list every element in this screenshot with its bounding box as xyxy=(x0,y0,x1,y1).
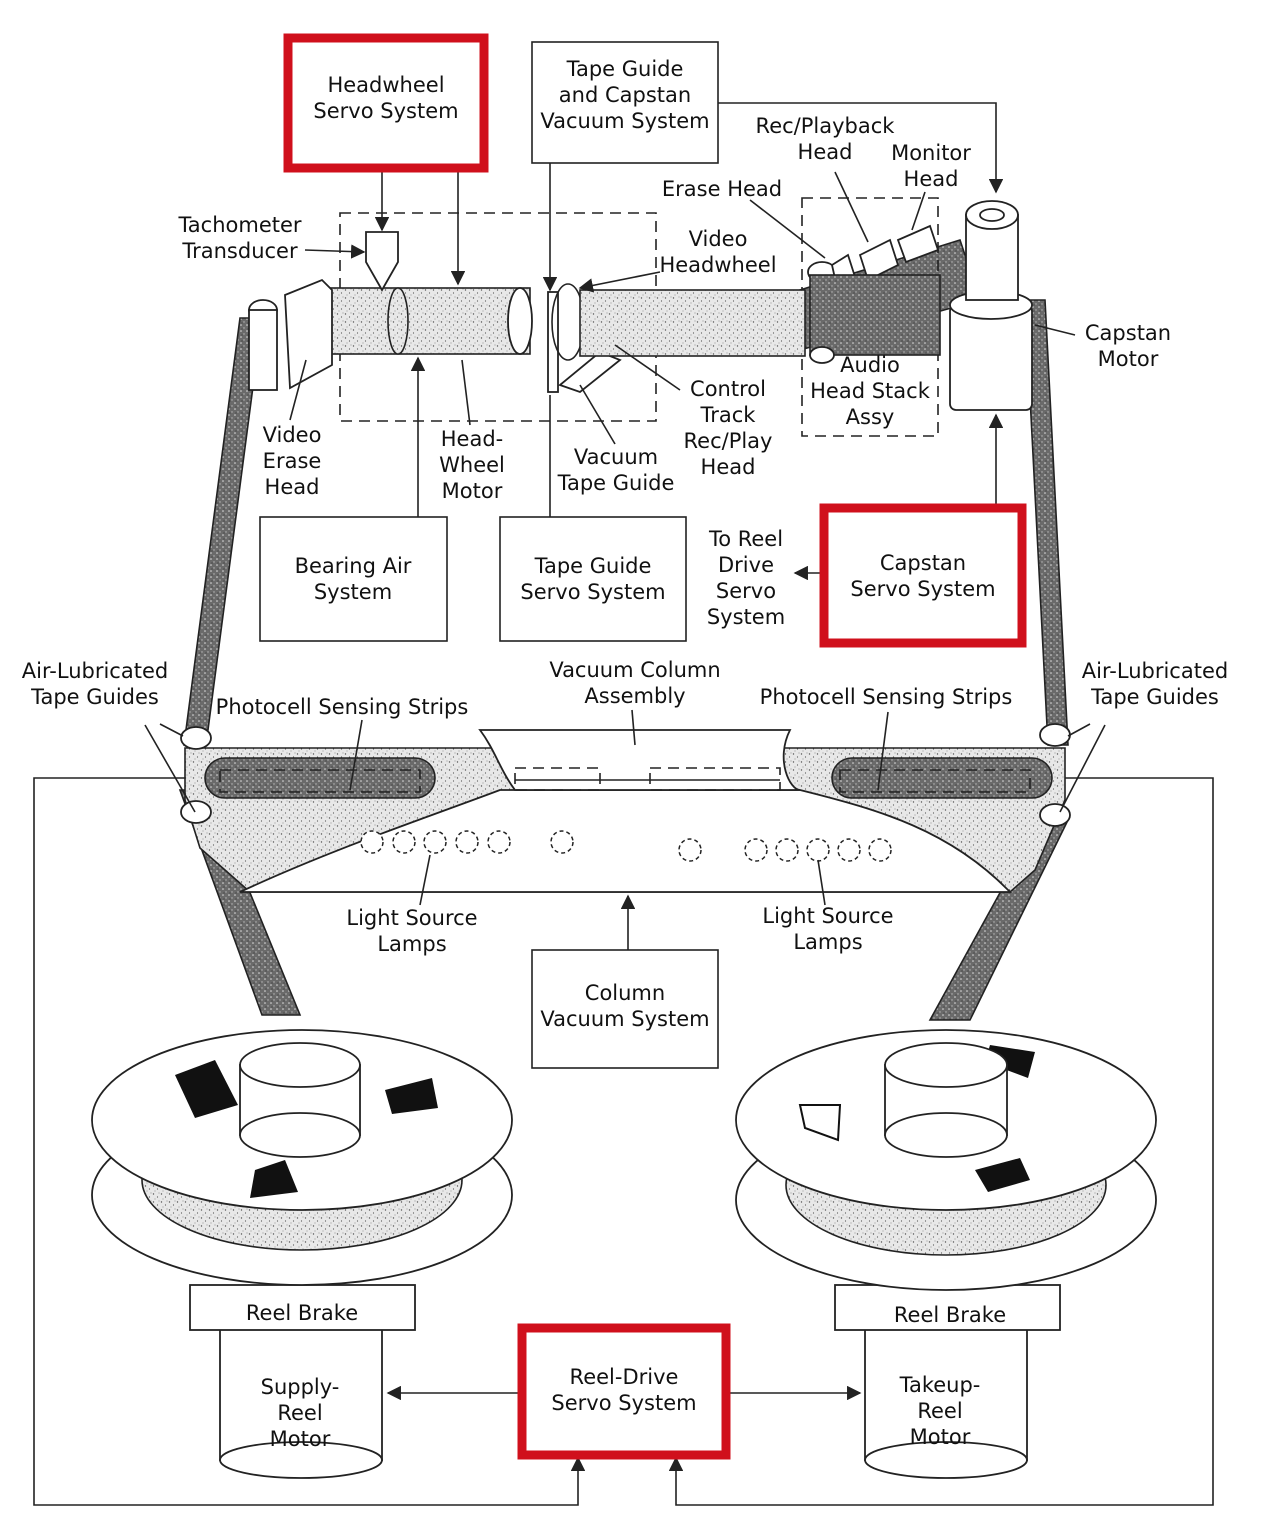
vacuum-column-assembly xyxy=(184,729,1066,893)
photocell-left-label: Photocell Sensing Strips xyxy=(216,695,469,719)
takeup-reel xyxy=(735,1029,1157,1479)
capstan-motor xyxy=(949,200,1033,411)
headwheel-assembly xyxy=(248,197,941,437)
air-lubricated-tape-guides xyxy=(180,723,1071,827)
photocell-right-label: Photocell Sensing Strips xyxy=(760,685,1013,709)
reel-brake-left-label: Reel Brake xyxy=(246,1301,358,1325)
reel-brake-right-label: Reel Brake xyxy=(894,1303,1006,1327)
supply-reel xyxy=(91,1029,513,1479)
erase-head-label: Erase Head xyxy=(662,177,782,201)
light-source-lamps xyxy=(360,830,892,862)
connectors xyxy=(33,102,1214,1506)
